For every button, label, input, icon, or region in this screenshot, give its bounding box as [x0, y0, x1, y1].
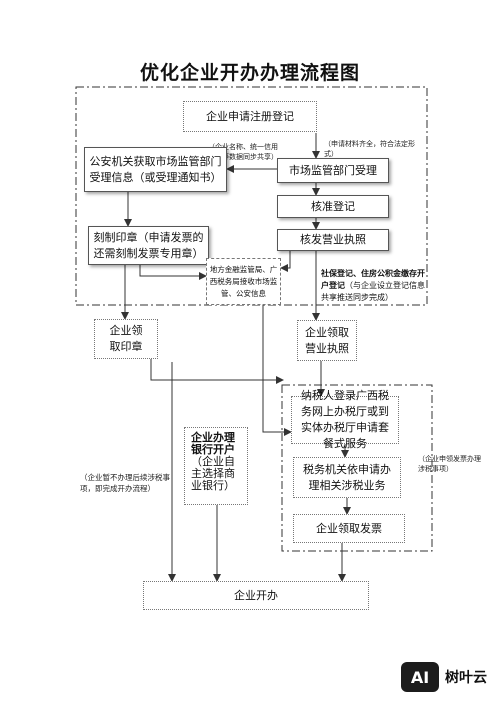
arrow-license-to-finance	[280, 251, 291, 272]
node-police-receive-info: 公安机关获取市场监管部门受理信息（或受理通知书）	[84, 147, 227, 192]
page-title: 优化企业开办办理流程图	[139, 62, 360, 84]
bank-title: 企业办理银行开户	[191, 431, 235, 456]
note-info-share: （企业名称、统一信用代码等数据同步共享）	[208, 143, 278, 161]
brand-logo: AI 树叶云	[401, 662, 487, 692]
arrow-get-seal-to-tax	[150, 358, 284, 384]
node-get-invoice: 企业领取发票	[293, 514, 405, 543]
node-seal-making: 刻制印章（申请发票的还需刻制发票专用章）	[88, 226, 209, 265]
node-business-start: 企业开办	[143, 581, 369, 610]
node-issue-license: 核发营业执照	[277, 229, 389, 251]
node-bank-account: 企业办理银行开户 （企业自主选择商业银行）	[184, 427, 248, 505]
node-market-accept: 市场监管部门受理	[277, 158, 389, 183]
arrow-seal-to-finance	[139, 265, 207, 280]
registration-stage-frame	[75, 86, 428, 306]
note-no-tax: （企业暂不办理后续涉税事项，即完成开办流程）	[80, 473, 170, 493]
bank-detail: （企业自主选择商业银行）	[191, 455, 235, 492]
social-security-title: 社保登记、住房公积金缴存开户登记	[321, 269, 425, 290]
node-get-seal: 企业领取印章	[94, 319, 158, 359]
note-complete-material: （申请材料齐全，符合法定形式）	[324, 140, 415, 158]
node-approve-registration: 核准登记	[277, 195, 389, 218]
node-tax-office: 税务机关依申请办理相关涉税业务	[293, 457, 401, 498]
tax-stage-frame	[281, 384, 433, 552]
node-get-license: 企业领取营业执照	[297, 320, 357, 361]
node-social-security-note: 社保登记、住房公积金缴存开户登记（与企业设立登记信息共享推送同步完成）	[321, 268, 425, 304]
logo-text: 树叶云	[445, 670, 487, 686]
note-tax-apply: （企业申领发票办理涉税事项）	[418, 455, 481, 473]
logo-mark: AI	[401, 662, 439, 692]
node-finance-tax-receive: 地方金融监管局、广西税务局接收市场监管、公安信息	[206, 258, 281, 305]
node-tax-login: 纳税人登录广西税务网上办税厅或到实体办税厅申请套餐式服务	[291, 389, 399, 450]
node-apply-registration: 企业申请注册登记	[183, 101, 317, 132]
arrow-finance-to-tax	[262, 305, 292, 436]
social-security-detail: （与企业设立登记信息共享推送同步完成）	[321, 281, 425, 302]
